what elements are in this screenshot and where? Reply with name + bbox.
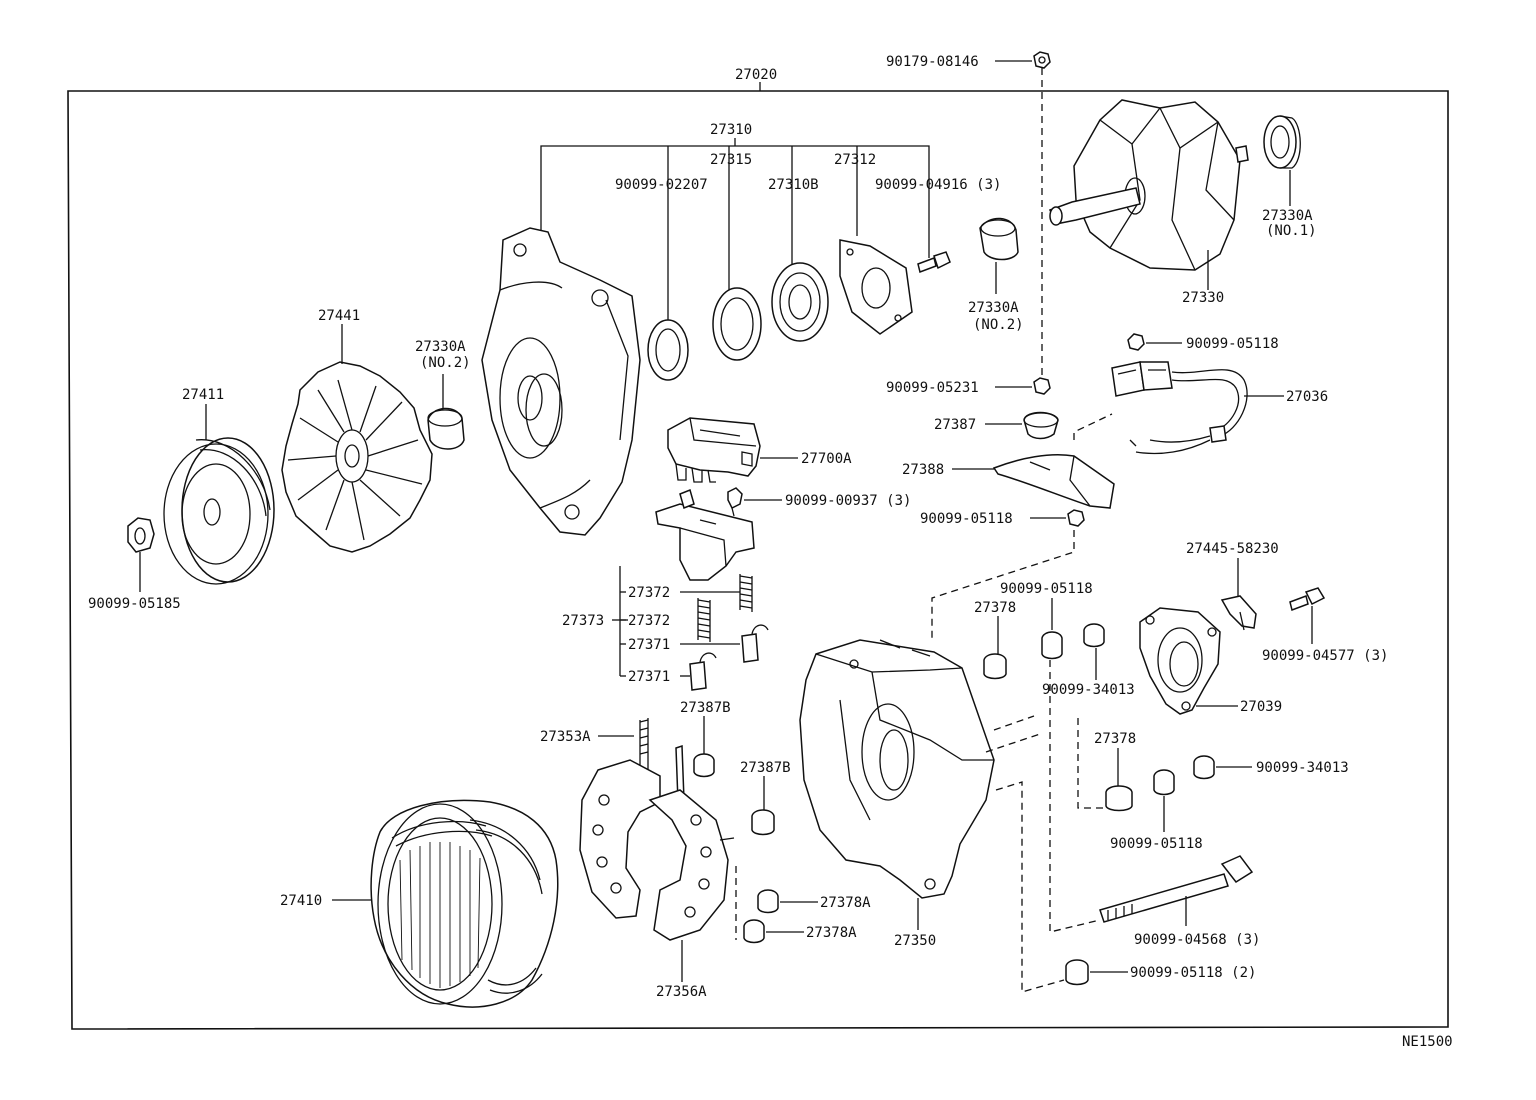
label-27445-58230: 27445-58230: [1186, 541, 1279, 557]
label-27330A-no2-right: 27330A: [968, 300, 1019, 316]
label-27350: 27350: [894, 933, 936, 949]
insulator-27378A-a: [757, 889, 779, 914]
insulator-27378-b: [1105, 785, 1133, 812]
insulator-27378A-b: [743, 919, 765, 944]
brush-27371-a: [741, 624, 769, 663]
label-27372-b: 27372: [628, 613, 670, 629]
label-90099-05118-e: 90099-05118 (2): [1130, 965, 1256, 981]
regulator-27700A: [667, 417, 761, 483]
label-27378A-a: 27378A: [820, 895, 871, 911]
label-90099-04568: 90099-04568 (3): [1134, 932, 1260, 948]
nut-90099-05231: [1033, 377, 1051, 395]
bolt-90099-04577: [1289, 587, 1326, 611]
label-27378-a: 27378: [974, 600, 1016, 616]
plate-27312: [839, 239, 913, 335]
seal-90099-02207: [647, 319, 689, 381]
label-27387: 27387: [934, 417, 976, 433]
bushing-27387B-b: [751, 809, 775, 836]
label-90099-05118-c: 90099-05118: [1000, 581, 1093, 597]
label-27310B: 27310B: [768, 177, 819, 193]
clip-27445-58230: [1220, 595, 1257, 631]
label-27411: 27411: [182, 387, 224, 403]
rectifier-end-frame-27350: [799, 639, 995, 899]
nut-90099-05118-mid: [1067, 509, 1085, 527]
label-90099-34013-a: 90099-34013: [1042, 682, 1135, 698]
label-27388: 27388: [902, 462, 944, 478]
insulator-27378-a: [983, 653, 1007, 680]
nut-90099-05118-c: [1041, 631, 1063, 660]
label-27020: 27020: [735, 67, 777, 83]
nut-90099-05118-d: [1153, 769, 1175, 796]
label-27315: 27315: [710, 152, 752, 168]
screw-90099-04916: [917, 251, 951, 273]
bushing-90099-34013-b: [1193, 755, 1215, 780]
label-90099-34013-b: 90099-34013: [1256, 760, 1349, 776]
label-27330: 27330: [1182, 290, 1224, 306]
fan-27441: [281, 361, 433, 553]
label-27372-a: 27372: [628, 585, 670, 601]
label-90179-08146: 90179-08146: [886, 54, 979, 70]
diagram-code: NE1500: [1402, 1034, 1453, 1050]
label-27410: 27410: [280, 893, 322, 909]
drive-end-frame: [481, 227, 641, 536]
bushing-90099-34013-a: [1083, 623, 1105, 648]
label-27330A-no2-right-sub: (NO.2): [973, 317, 1024, 333]
label-27378-b: 27378: [1094, 731, 1136, 747]
assembly-frame: [67, 90, 1449, 1030]
brush-27371-b: [689, 652, 717, 691]
bushing-27387B-a: [693, 753, 715, 778]
label-90099-05118-d: 90099-05118: [1110, 836, 1203, 852]
label-90099-02207: 90099-02207: [615, 177, 708, 193]
nut-90099-05118-top: [1127, 333, 1145, 351]
label-27387B-a: 27387B: [680, 700, 731, 716]
retainer-27315: [712, 287, 762, 361]
rear-cover-27039: [1139, 607, 1221, 715]
stator-27410: [370, 799, 559, 1008]
spring-27372-a: [739, 574, 753, 612]
label-27330A-no2-left: 27330A: [415, 339, 466, 355]
bearing-27330A-no2: [979, 217, 1019, 261]
label-90099-05118-mid: 90099-05118: [920, 511, 1013, 527]
label-27330A-no1-sub: (NO.1): [1266, 223, 1317, 239]
bushing-27387: [1023, 411, 1059, 440]
label-27039: 27039: [1240, 699, 1282, 715]
label-27312: 27312: [834, 152, 876, 168]
pulley-27411: [163, 437, 275, 585]
label-27371-a: 27371: [628, 637, 670, 653]
label-90099-05231: 90099-05231: [886, 380, 979, 396]
label-27441: 27441: [318, 308, 360, 324]
bearing-27330A-no2-left: [427, 407, 465, 450]
rotor-27330: [1048, 99, 1249, 271]
label-90099-04916: 90099-04916 (3): [875, 177, 1001, 193]
rectifier-27353A: [579, 718, 735, 941]
label-27310: 27310: [710, 122, 752, 138]
label-90099-05118-top: 90099-05118: [1186, 336, 1279, 352]
label-27330A-no1: 27330A: [1262, 208, 1313, 224]
spring-27372-b: [697, 598, 711, 642]
bearing-27330A-no1: [1263, 115, 1301, 169]
bearing-27310B: [771, 262, 829, 342]
label-27378A-b: 27378A: [806, 925, 857, 941]
label-27373: 27373: [562, 613, 604, 629]
label-27356A: 27356A: [656, 984, 707, 1000]
label-27387B-b: 27387B: [740, 760, 791, 776]
cover-27388: [992, 454, 1115, 509]
label-27700A: 27700A: [801, 451, 852, 467]
nut-90099-05185: [127, 517, 155, 553]
label-90099-05185: 90099-05185: [88, 596, 181, 612]
label-27353A: 27353A: [540, 729, 591, 745]
label-27371-b: 27371: [628, 669, 670, 685]
nut-90179-08146: [1033, 51, 1051, 69]
brush-holder-27373: [655, 488, 755, 581]
connector-27036: [1111, 361, 1248, 455]
nut-90099-05118-e: [1065, 959, 1089, 986]
label-90099-04577: 90099-04577 (3): [1262, 648, 1388, 664]
label-27330A-no2-left-sub: (NO.2): [420, 355, 471, 371]
label-90099-00937: 90099-00937 (3): [785, 493, 911, 509]
label-27036: 27036: [1286, 389, 1328, 405]
screw-90099-00937: [727, 487, 743, 517]
through-bolt-90099-04568: [1099, 855, 1254, 923]
